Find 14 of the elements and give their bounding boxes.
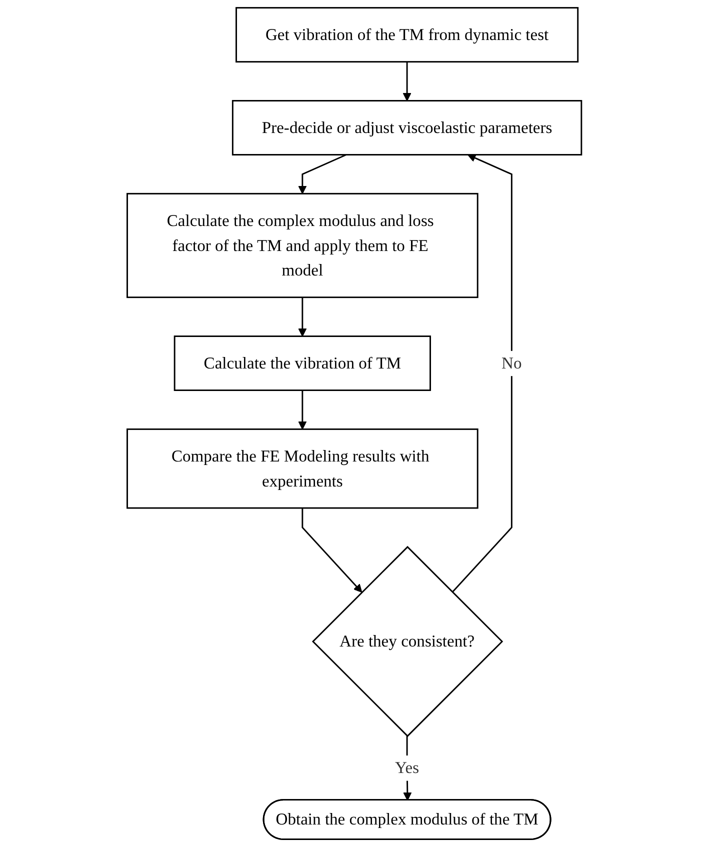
node-diamond: Are they consistent? — [312, 546, 503, 738]
arrow — [298, 154, 346, 194]
arrow — [301, 508, 362, 593]
arrow — [298, 297, 306, 337]
edge-label: Yes — [394, 758, 419, 777]
arrow — [451, 154, 512, 593]
node-box: Calculate the vibration of TM — [174, 336, 431, 391]
node-box: Pre-decide or adjust viscoelastic parameters — [232, 100, 582, 156]
arrow — [298, 390, 306, 430]
edge-label: No — [501, 354, 522, 372]
arrow — [402, 62, 411, 102]
node-box: Calculate the complex modulus and loss factor of the TM and apply them to FE model — [126, 192, 478, 298]
node-box: Compare the FE Modeling results with experiments — [126, 428, 478, 509]
node-box: Get vibration of the TM from dynamic test — [235, 7, 578, 63]
